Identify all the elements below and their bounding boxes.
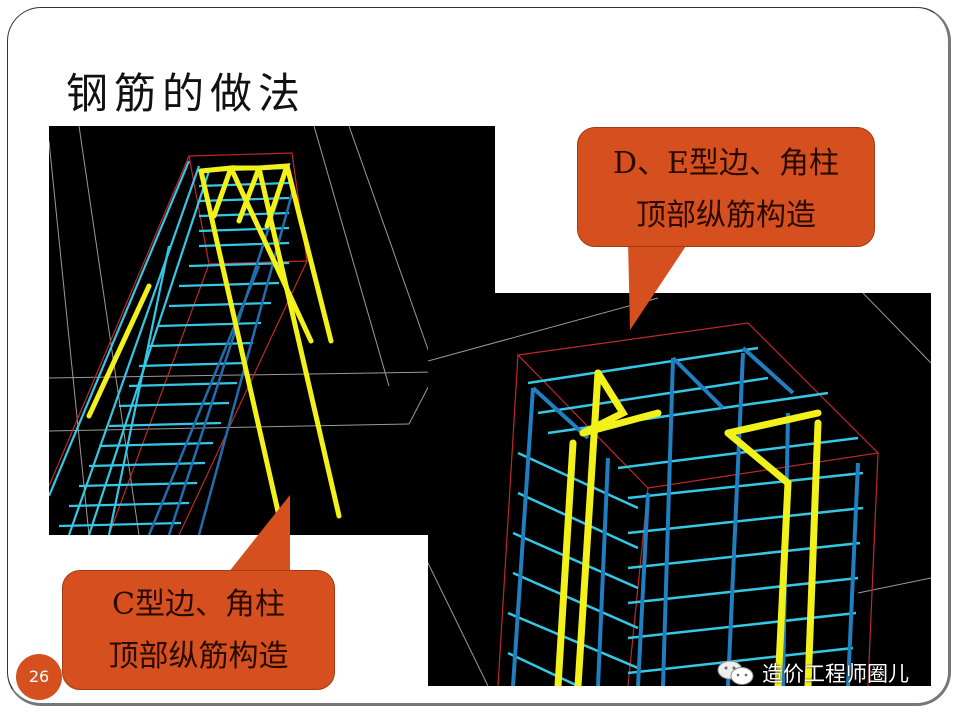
rebar-figure-c-type <box>49 126 495 535</box>
rebar-figure-de-type <box>428 293 931 686</box>
watermark: 造价工程师圈儿 <box>716 658 909 688</box>
slide-title: 钢筋的做法 <box>66 69 307 118</box>
watermark-text: 造价工程师圈儿 <box>762 662 909 686</box>
callout-c-type: C型边、角柱 顶部纵筋构造 <box>62 570 335 690</box>
page-number-badge: 26 <box>16 654 62 700</box>
wechat-icon <box>716 659 756 687</box>
callout-c-tail <box>228 495 290 573</box>
callout-c-line2: 顶部纵筋构造 <box>108 639 289 674</box>
callout-de-type: D、E型边、角柱 顶部纵筋构造 <box>577 127 875 247</box>
callout-c-line1: C型边、角柱 <box>112 587 285 622</box>
callout-de-line1: D、E型边、角柱 <box>613 146 839 181</box>
callout-de-line2: 顶部纵筋构造 <box>636 198 816 233</box>
callout-de-tail <box>628 240 690 330</box>
